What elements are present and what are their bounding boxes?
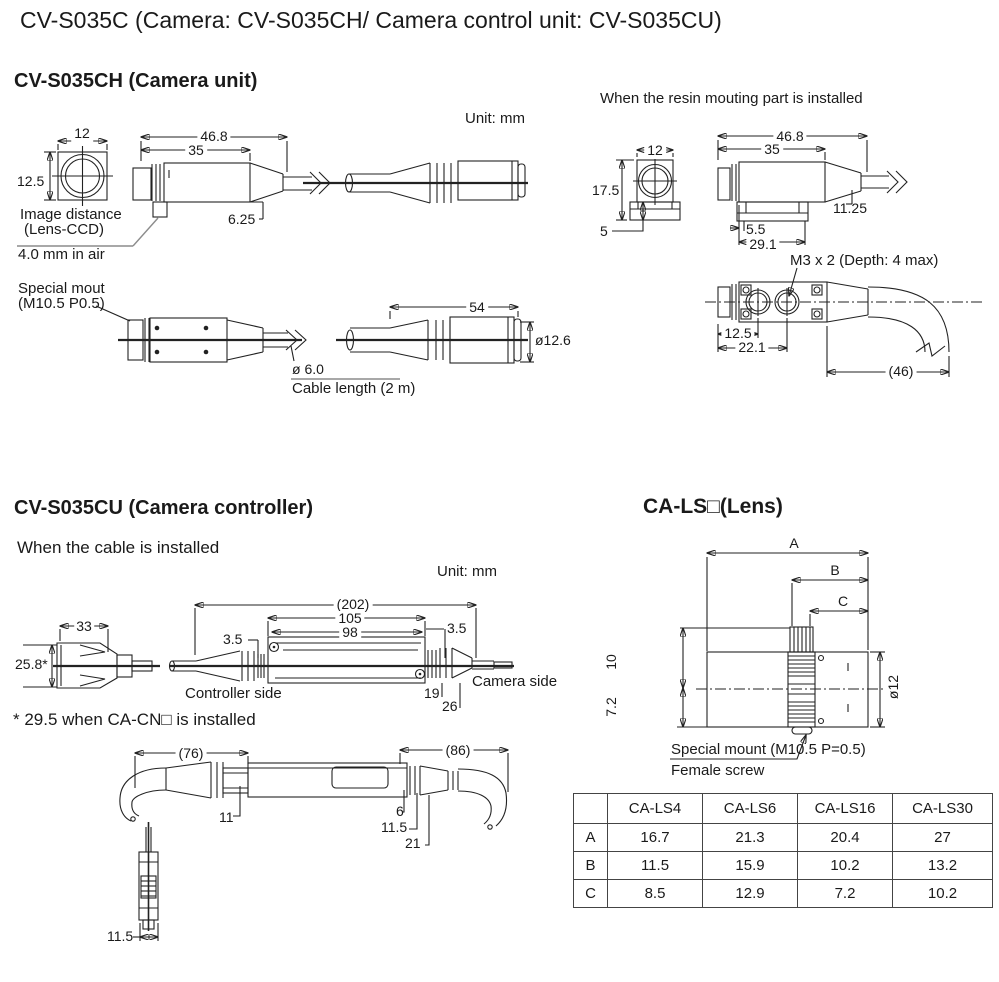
note-image-distance-1: Image distance xyxy=(20,206,122,223)
page-title: CV-S035C (Camera: CV-S035CH/ Camera cont… xyxy=(20,7,722,33)
cell: 8.5 xyxy=(607,879,703,908)
note-cable-length: Cable length (2 m) xyxy=(292,380,416,397)
cell: 13.2 xyxy=(892,851,993,880)
cell: 7.2 xyxy=(797,879,893,908)
dim-resin-drop: 11.25 xyxy=(833,200,867,216)
resin-front-view xyxy=(612,150,681,232)
dim-lens-a: A xyxy=(786,535,802,552)
cell: 10.2 xyxy=(797,851,893,880)
resin-heading: When the resin mouting part is installed xyxy=(600,90,863,107)
table-row: A 16.7 21.3 20.4 27 xyxy=(573,823,993,852)
note-image-distance-value: 4.0 mm in air xyxy=(18,246,105,263)
dim-lens-lower: 7.2 xyxy=(603,697,620,717)
cell: 12.9 xyxy=(702,879,798,908)
lens-view xyxy=(670,553,886,760)
camera-front-view xyxy=(44,141,113,206)
dim-ctrl-total: (202) xyxy=(333,596,373,613)
dim-side-total: 46.8 xyxy=(197,128,231,145)
dim-front-width: 12 xyxy=(71,125,93,142)
note-special-mount-2: (M10.5 P0.5) xyxy=(18,295,105,312)
dim-side-rear-offset: 6.25 xyxy=(228,211,256,227)
camera-side-view xyxy=(17,137,528,247)
unit-label-camera: Unit: mm xyxy=(465,110,525,127)
dim-connector-length: 54 xyxy=(466,299,488,316)
dim-lens-dia: ø12 xyxy=(885,674,902,700)
dim-resin-front-width: 12 xyxy=(644,142,666,159)
dim-side-body: 35 xyxy=(185,142,207,159)
dim-ctrl-26: 26 xyxy=(442,698,458,714)
table-header-ca-ls6: CA-LS6 xyxy=(702,793,798,824)
dim-resin-front-height: 17.5 xyxy=(592,182,620,198)
resin-side-view xyxy=(717,136,908,245)
dim-ctrl-inner: 98 xyxy=(339,624,361,641)
cell: 20.4 xyxy=(797,823,893,852)
unit-label-controller: Unit: mm xyxy=(437,563,497,580)
controller-connector-front-view xyxy=(133,822,159,941)
label-camera-side: Camera side xyxy=(472,673,558,690)
lens-heading: CA-LS□(Lens) xyxy=(643,495,783,518)
dim-cable-11-5: 11.5 xyxy=(381,819,408,835)
table-row: B 11.5 15.9 10.2 13.2 xyxy=(573,851,993,880)
dim-resin-mount-length: 29.1 xyxy=(746,236,780,253)
note-m3-screws: M3 x 2 (Depth: 4 max) xyxy=(790,252,939,269)
cell: 21.3 xyxy=(702,823,798,852)
table-header-ca-ls4: CA-LS4 xyxy=(607,793,703,824)
dim-plug-length: 33 xyxy=(74,618,94,635)
table-header-ca-ls16: CA-LS16 xyxy=(797,793,893,824)
camera-unit-heading: CV-S035CH (Camera unit) xyxy=(14,70,258,92)
dim-lens-b: B xyxy=(827,562,843,579)
dim-plug-dia: 25.8* xyxy=(15,656,48,672)
dim-connector-dia: ø12.6 xyxy=(535,332,571,348)
dim-lens-upper: 10 xyxy=(603,654,620,670)
resin-bottom-view xyxy=(705,267,985,377)
cell: 16.7 xyxy=(607,823,703,852)
controller-footnote: * 29.5 when CA-CN□ is installed xyxy=(13,710,256,729)
cell: 15.9 xyxy=(702,851,798,880)
table-header-ca-ls30: CA-LS30 xyxy=(892,793,993,824)
cell: 27 xyxy=(892,823,993,852)
dim-cable-right-length: (86) xyxy=(442,742,474,759)
note-lens-screw: Female screw xyxy=(671,762,765,779)
dim-resin-base-height: 5 xyxy=(600,223,608,239)
dim-resin-pitch2: 22.1 xyxy=(735,339,769,356)
dim-front-height: 12.5 xyxy=(17,173,45,189)
dim-resin-front-offset: 5.5 xyxy=(746,221,766,237)
table-row: C 8.5 12.9 7.2 10.2 xyxy=(573,879,993,908)
note-image-distance-2: (Lens-CCD) xyxy=(24,221,105,238)
label-controller-side: Controller side xyxy=(185,685,282,702)
dim-cable-left-length: (76) xyxy=(175,745,207,762)
dim-resin-cable-length: (46) xyxy=(885,363,917,380)
cell: 11.5 xyxy=(607,851,703,880)
dim-resin-side-total: 46.8 xyxy=(773,128,807,145)
dim-ctrl-19: 19 xyxy=(424,685,440,701)
controller-side-view xyxy=(168,605,514,708)
dim-ctrl-outer: 105 xyxy=(335,610,365,627)
controller-subheading: When the cable is installed xyxy=(17,538,220,557)
dim-ctrl-right-offset: 3.5 xyxy=(447,620,467,636)
row-label: C xyxy=(573,879,608,908)
dim-connector-plug-dia: 11.5 xyxy=(107,928,134,944)
dim-cable-6: 6 xyxy=(396,803,404,819)
row-label: B xyxy=(573,851,608,880)
row-label: A xyxy=(573,823,608,852)
cell: 10.2 xyxy=(892,879,993,908)
controller-heading: CV-S035CU (Camera controller) xyxy=(14,497,313,519)
dim-cable-21: 21 xyxy=(405,835,421,851)
dim-resin-pitch1: 12.5 xyxy=(721,325,755,342)
dim-cable-dia: ø 6.0 xyxy=(292,361,324,377)
table-header-blank xyxy=(573,793,608,824)
note-lens-mount: Special mount (M10.5 P=0.5) xyxy=(671,741,866,758)
note-special-mount-1: Special mout xyxy=(18,280,105,297)
dim-resin-side-body: 35 xyxy=(761,141,783,158)
lens-dimension-table: CA-LS4 CA-LS6 CA-LS16 CA-LS30 A 16.7 21.… xyxy=(573,793,993,908)
dim-ctrl-left-offset: 3.5 xyxy=(223,631,243,647)
camera-bottom-view xyxy=(95,306,534,380)
dim-lens-c: C xyxy=(834,593,852,610)
controller-cable-view xyxy=(119,750,509,846)
table-header-row: CA-LS4 CA-LS6 CA-LS16 CA-LS30 xyxy=(573,793,993,824)
dim-cable-11: 11 xyxy=(219,809,234,825)
